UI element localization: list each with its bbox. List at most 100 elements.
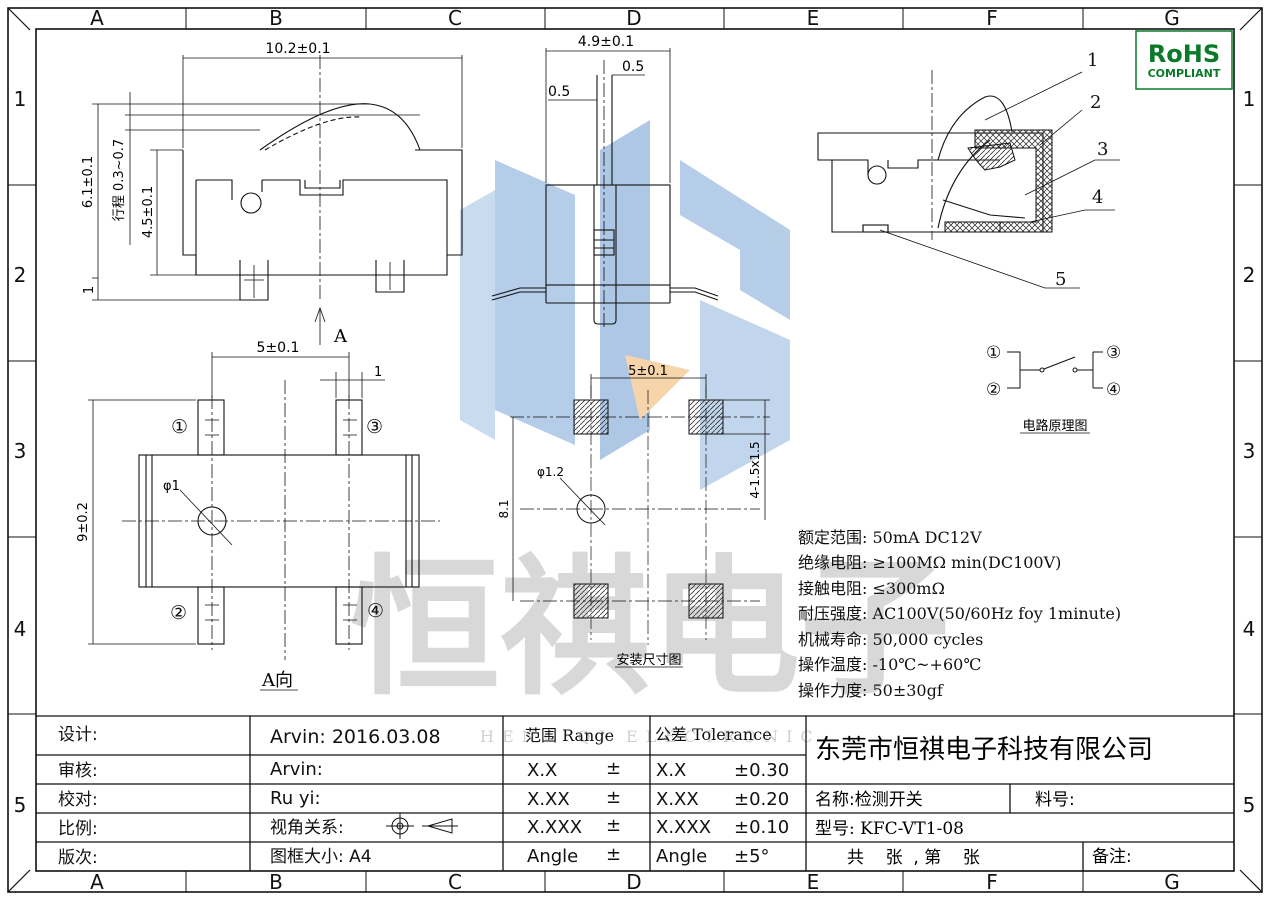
callout-2: 2 <box>1090 92 1101 113</box>
front-pin-dim-right: 0.5 <box>622 59 644 75</box>
bottom-pin-1: ① <box>171 416 188 438</box>
spec-operating-force: 操作力度: 50±30gf <box>798 681 944 700</box>
tb-part-name: 名称:检测开关 <box>815 790 923 810</box>
tb-model: 型号: KFC-VT1-08 <box>815 819 964 839</box>
watermark-logo <box>460 120 790 490</box>
rohs-line2: COMPLIANT <box>1148 67 1221 80</box>
front-dims <box>545 48 671 183</box>
zone-col-bottom-e: E <box>807 870 820 894</box>
zone-col-top-b: B <box>269 6 283 30</box>
bottom-caption: A向 <box>261 670 293 691</box>
zone-row-right-4: 4 <box>1243 617 1256 641</box>
tb-tol-name-1: X.X <box>656 760 686 781</box>
zone-col-bottom-a: A <box>90 870 104 894</box>
zone-col-top-f: F <box>986 6 998 30</box>
zone-row-left-1: 1 <box>14 87 27 111</box>
tb-range-name-1: X.X <box>527 760 557 781</box>
mount-pad-dim: 4-1.5x1.5 <box>748 441 762 498</box>
inner-frame <box>35 28 1235 872</box>
side-foot-dim: 1 <box>82 286 97 294</box>
watermark-text: 恒祺电子 <box>350 540 950 716</box>
tb-value-check: Ru yi: <box>270 788 321 809</box>
rohs-logo: RoHS COMPLIANT <box>1135 30 1233 90</box>
side-height-dim: 6.1±0.1 <box>81 156 96 208</box>
tb-range-header: 范围 Range <box>525 726 614 745</box>
tb-tol-name-3: X.XXX <box>656 817 711 838</box>
bottom-dims <box>88 352 385 645</box>
zone-row-right-1: 1 <box>1243 87 1256 111</box>
tb-remarks: 备注: <box>1092 847 1132 867</box>
mounting-pattern <box>510 385 770 645</box>
projection-symbol-icon <box>386 813 458 839</box>
tb-value-scale: 视角关系: <box>270 818 344 838</box>
mount-height-dim: 8.1 <box>497 499 511 518</box>
bottom-view <box>122 380 440 660</box>
tb-range-name-4: Angle <box>527 846 578 867</box>
spec-operating-temp: 操作温度: -10℃~+60℃ <box>798 655 981 674</box>
mounting-dims <box>512 374 770 601</box>
tb-part-no-label: 料号: <box>1035 790 1075 810</box>
tb-range-sign-3: ± <box>606 815 621 836</box>
zone-row-right-5: 5 <box>1243 793 1256 817</box>
tb-sheet: 共 张 , 第 张 <box>847 848 980 868</box>
side-travel-dim: 行程 0.3~0.7 <box>112 139 127 221</box>
callout-4: 4 <box>1092 187 1103 208</box>
circuit-pin-2: ② <box>986 380 1001 400</box>
zone-row-right-2: 2 <box>1243 263 1256 287</box>
zone-col-bottom-b: B <box>269 870 283 894</box>
tb-value-version: 图框大小: A4 <box>270 847 372 867</box>
spec-mechanical-life: 机械寿命: 50,000 cycles <box>798 630 983 649</box>
bottom-pin-4: ④ <box>367 600 384 622</box>
tb-tol-value-1: ±0.30 <box>734 760 789 781</box>
zone-row-left-5: 5 <box>14 793 27 817</box>
circuit-pin-1: ① <box>986 343 1001 363</box>
zone-row-left-3: 3 <box>14 439 27 463</box>
tb-tol-value-4: ±5° <box>734 846 770 867</box>
callout-3: 3 <box>1097 139 1108 160</box>
zone-row-right-3: 3 <box>1243 439 1256 463</box>
tb-range-sign-1: ± <box>606 758 621 779</box>
tb-tol-name-2: X.XX <box>656 789 699 810</box>
zone-col-top-e: E <box>807 6 820 30</box>
zone-col-bottom-c: C <box>448 870 462 894</box>
tb-label-check: 校对: <box>58 790 98 810</box>
tb-tol-value-3: ±0.10 <box>734 817 789 838</box>
tb-value-design: Arvin: 2016.03.08 <box>270 726 441 748</box>
side-arrow-label: A <box>333 326 348 347</box>
zone-ticks <box>8 8 1262 892</box>
spec-insulation: 绝缘电阻: ≥100MΩ min(DC100V) <box>798 553 1061 572</box>
tb-range-name-3: X.XXX <box>527 817 582 838</box>
tb-range-name-2: X.XX <box>527 789 570 810</box>
mount-pitch-dim: 5±0.1 <box>628 364 668 379</box>
spec-rated-range: 额定范围: 50mA DC12V <box>798 528 982 547</box>
spec-withstand-voltage: 耐压强度: AC100V(50/60Hz foy 1minute) <box>798 604 1121 623</box>
circuit-caption: 电路原理图 <box>1022 418 1087 434</box>
tb-tol-value-2: ±0.20 <box>734 789 789 810</box>
mount-hole-dim: φ1.2 <box>537 465 564 479</box>
side-body-dim: 4.5±0.1 <box>141 186 156 238</box>
zone-row-left-4: 4 <box>14 617 27 641</box>
tb-tolerance-header: 公差 Tolerance <box>655 725 772 744</box>
zone-col-top-g: G <box>1164 6 1180 30</box>
circuit-diagram <box>1007 351 1103 389</box>
zone-col-top-c: C <box>448 6 462 30</box>
title-block-grid <box>36 715 1234 871</box>
zone-col-bottom-d: D <box>626 870 641 894</box>
zone-col-top-a: A <box>90 6 104 30</box>
bottom-pad-dim: 1 <box>374 365 382 380</box>
zone-col-bottom-f: F <box>986 870 998 894</box>
rohs-line1: RoHS <box>1148 40 1220 68</box>
bottom-hole-dim: φ1 <box>163 479 180 494</box>
front-pin-dim-left: 0.5 <box>548 84 570 100</box>
callout-1: 1 <box>1087 50 1098 71</box>
bottom-pin-3: ③ <box>366 416 383 438</box>
zone-col-bottom-g: G <box>1164 870 1180 894</box>
front-width-dim: 4.9±0.1 <box>578 34 634 50</box>
outer-frame <box>7 7 1263 893</box>
bottom-pin-2: ② <box>170 602 187 624</box>
bottom-length-dim: 9±0.2 <box>76 502 91 542</box>
tb-label-design: 设计: <box>58 725 98 745</box>
tb-company-name: 东莞市恒祺电子科技有限公司 <box>815 735 1153 765</box>
side-view <box>182 55 463 301</box>
